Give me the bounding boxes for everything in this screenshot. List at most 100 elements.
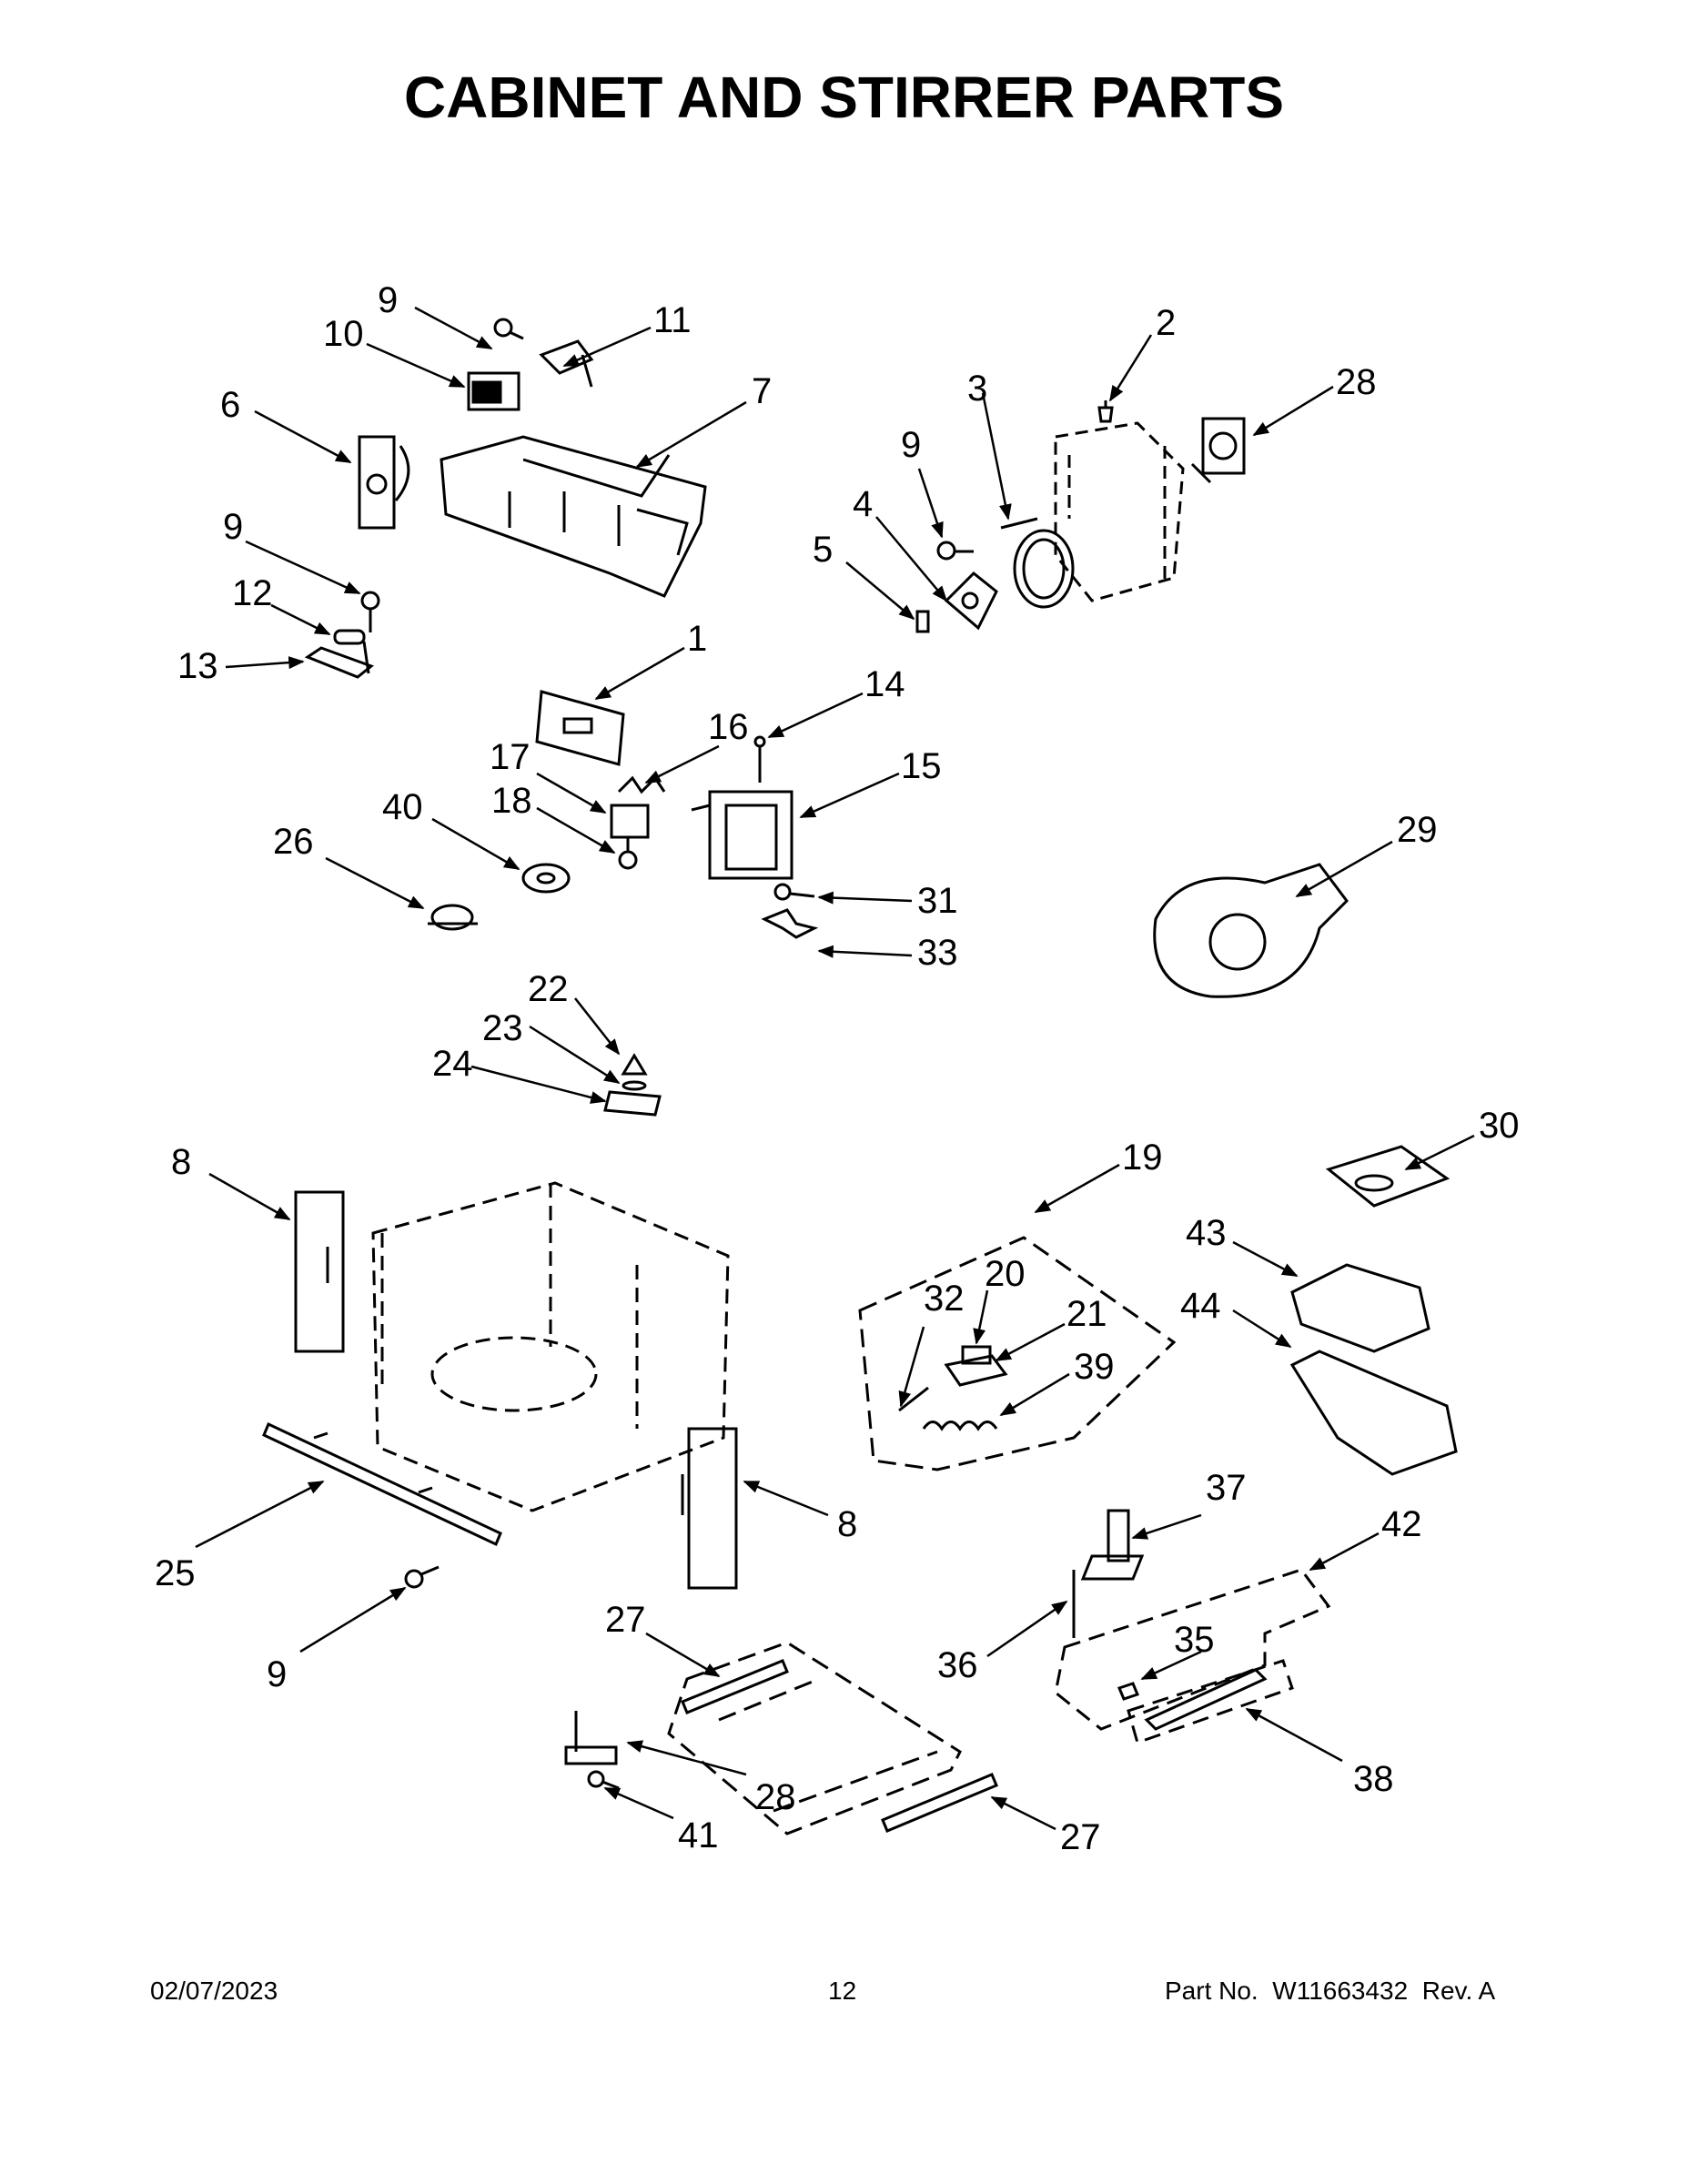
part-35-screw [1117, 1682, 1140, 1701]
part-39-spring [922, 1421, 998, 1431]
page-title: CABINET AND STIRRER PARTS [403, 65, 1285, 130]
part-7-bracket [440, 435, 707, 598]
part-22-foot [621, 1053, 648, 1076]
part-27-slide-top [681, 1659, 789, 1714]
callout-26: 26 [273, 822, 314, 862]
footer-part-label: Part No. [1165, 1977, 1258, 2005]
callout-9: 9 [267, 1654, 287, 1694]
part-25-rail [262, 1421, 502, 1547]
part-40-ferrite [521, 863, 571, 894]
callout-12: 12 [232, 573, 273, 613]
callout-43: 43 [1186, 1213, 1227, 1253]
part-32-screw [773, 883, 815, 901]
callout-28: 28 [755, 1777, 796, 1817]
part-5-clip [915, 610, 930, 633]
callout-37: 37 [1206, 1468, 1247, 1508]
part-8-panel-right [681, 1427, 738, 1590]
callout-20: 20 [985, 1254, 1026, 1294]
callout-27: 27 [1060, 1817, 1101, 1857]
part-9-screw-left [360, 591, 380, 632]
footer-date: 02/07/2023 [150, 1977, 278, 2005]
callout-36: 36 [937, 1645, 978, 1685]
callout-25: 25 [155, 1553, 196, 1593]
callout-9: 9 [378, 280, 398, 320]
part-9-screw-bottom [404, 1565, 440, 1589]
callout-11: 11 [653, 300, 692, 340]
callout-40: 40 [382, 787, 423, 827]
part-15-magnetron [691, 790, 793, 880]
footer-part-number: W11663432 [1272, 1977, 1409, 2005]
part-26-thermostat [428, 904, 478, 931]
callout-23: 23 [482, 1008, 523, 1048]
part-21-latch [944, 1354, 1008, 1387]
callout-10: 10 [323, 314, 364, 354]
part-28-switch [564, 1711, 618, 1765]
part-29-motor [1190, 417, 1246, 484]
callout-17: 17 [490, 737, 531, 777]
callout-35: 35 [1174, 1620, 1215, 1660]
callout-32: 31 [917, 881, 958, 921]
callout-13: 13 [177, 646, 218, 686]
callout-7: 7 [752, 371, 772, 411]
callout-2: 2 [1156, 303, 1176, 343]
callout-33: 32 [924, 1279, 965, 1319]
oven-cavity [371, 1181, 730, 1512]
callout-16: 16 [708, 707, 749, 747]
part-42-hinge-kit [1054, 1568, 1331, 1744]
callout-1: 1 [687, 619, 707, 659]
part-31-board [1325, 1145, 1450, 1208]
part-2-clip [1097, 400, 1114, 423]
part-37-hinge-bracket [1080, 1509, 1145, 1581]
callout-8: 8 [171, 1142, 191, 1182]
stirrer-bracket [1054, 421, 1185, 602]
callout-42: 42 [1381, 1504, 1422, 1544]
part-27-slide-bottom [881, 1773, 998, 1833]
part-12-fuse [333, 629, 366, 645]
callout-9: 9 [223, 507, 243, 547]
part-23-washer [622, 1080, 647, 1091]
callout-39: 39 [1074, 1347, 1115, 1387]
part-9-screw-top [493, 318, 524, 340]
part-38-arm [1144, 1668, 1268, 1731]
part-43-air-guide [1290, 1263, 1430, 1353]
callout-18: 18 [491, 781, 532, 821]
callout-5: 5 [813, 530, 833, 570]
part-14-antenna [753, 735, 766, 783]
callout-24: 24 [432, 1044, 473, 1084]
callout-30: 29 [1397, 810, 1438, 850]
callout-41: 41 [678, 1815, 719, 1855]
part-17-switch [610, 804, 650, 839]
part-18-connector [618, 837, 638, 870]
callout-9: 9 [901, 425, 921, 465]
callout-38: 38 [1353, 1759, 1394, 1799]
callout-4: 4 [853, 484, 873, 524]
part-41-screw [587, 1770, 620, 1790]
footer-revision: Rev. A [1421, 1977, 1496, 2005]
part-3-stirrer-ring [1000, 517, 1075, 609]
footer-part-info: Part No. W11663432 Rev. A [1165, 1977, 1495, 2006]
callout-22: 22 [528, 969, 569, 1009]
part-30-blower [1153, 863, 1349, 998]
callout-19: 19 [1122, 1138, 1163, 1178]
part-8-panel-left [294, 1190, 345, 1353]
part-4-stirrer-fan [944, 571, 998, 631]
part-16-wire [617, 775, 666, 794]
callout-3: 3 [967, 369, 987, 409]
callout-29: 28 [1336, 362, 1377, 402]
callout-14: 14 [864, 664, 905, 704]
part-11-switch [539, 339, 594, 388]
callout-21: 21 [1066, 1294, 1107, 1334]
part-24-bracket [603, 1090, 662, 1117]
part-9-screw-stirrer [936, 541, 974, 561]
callout-31: 30 [1479, 1106, 1520, 1146]
footer-page-number: 12 [828, 1977, 857, 2005]
part-13-holder [304, 641, 375, 679]
tray-assembly [667, 1641, 962, 1835]
callout-6: 6 [220, 385, 240, 425]
part-1-board [535, 690, 625, 766]
part-6-bracket [358, 435, 410, 530]
callout-34: 33 [917, 933, 958, 973]
part-44-duct [1289, 1350, 1458, 1476]
callout-8: 8 [837, 1504, 857, 1544]
